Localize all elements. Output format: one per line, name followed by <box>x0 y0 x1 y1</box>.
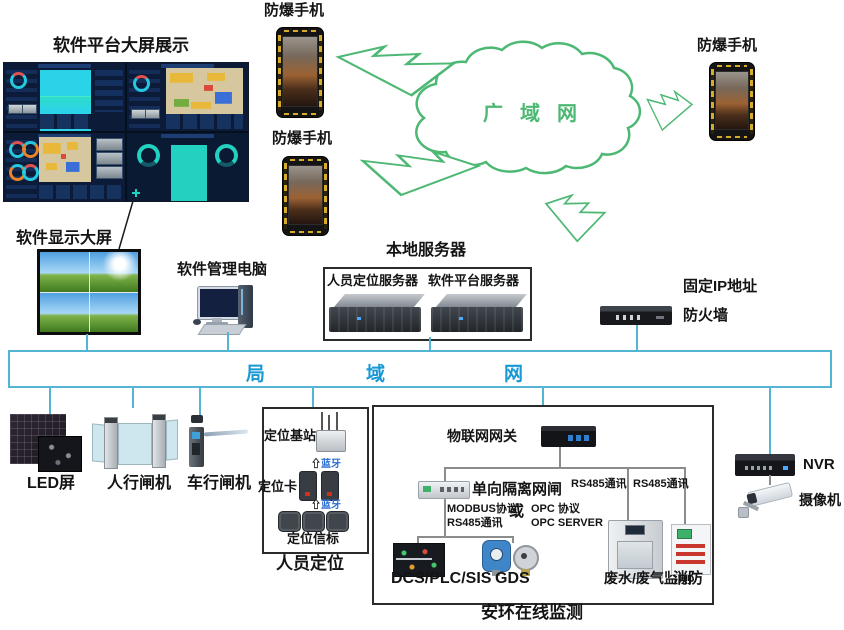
local-server-label: 本地服务器 <box>386 242 467 259</box>
phone-label: 防爆手机 <box>264 2 325 19</box>
gds-detector-gray <box>513 545 539 576</box>
connector <box>312 388 314 407</box>
explosion-proof-phone <box>709 62 755 141</box>
vehicle-gate-label: 车行闸机 <box>187 475 252 492</box>
dcs-plc-sis-image <box>393 543 445 577</box>
beacon-label: 定位信标 <box>287 531 340 546</box>
bluetooth-label: ⇧蓝牙 <box>311 459 341 470</box>
positioning-beacon <box>302 511 325 532</box>
mgmt-pc-label: 软件管理电脑 <box>177 261 268 278</box>
connector <box>512 536 514 543</box>
connector <box>542 388 544 405</box>
dashboard-wall-image <box>3 62 249 202</box>
dashboard-panel <box>127 133 248 201</box>
iot-gateway-device <box>541 426 596 447</box>
lightning-icon <box>544 193 607 243</box>
lan-bus <box>8 350 832 388</box>
monitor <box>198 287 240 319</box>
connector <box>49 388 51 414</box>
server-rack <box>431 292 527 334</box>
led-module <box>38 436 82 472</box>
dashboard-panel <box>4 133 125 201</box>
firewall-label: 防火墙 <box>683 307 729 324</box>
display-wall-label: 软件显示大屏 <box>16 230 113 247</box>
positioning-beacon <box>278 511 301 532</box>
positioning-card <box>321 471 339 501</box>
connector <box>769 388 771 454</box>
dashboard-panel <box>4 63 125 131</box>
connector <box>627 467 629 522</box>
camera-label: 摄像机 <box>799 492 841 508</box>
wan-label: 广域网 <box>483 103 594 125</box>
connector <box>684 467 686 525</box>
iot-gateway-label: 物联网网关 <box>447 428 517 444</box>
server-rack <box>329 292 425 334</box>
gds-label: GDS <box>495 570 530 587</box>
connector <box>86 334 88 350</box>
connector <box>429 337 431 350</box>
connector <box>199 388 201 419</box>
explosion-proof-phone <box>276 27 324 118</box>
callout-line <box>118 200 134 250</box>
led-label: LED屏 <box>27 475 76 492</box>
fire-alarm-panel <box>671 524 711 575</box>
connector <box>417 536 419 546</box>
lightning-icon <box>359 149 482 197</box>
modbus-label: MODBUS协议 <box>447 503 518 515</box>
explosion-proof-phone <box>282 156 329 236</box>
base-station-label: 定位基站 <box>264 428 317 443</box>
mouse <box>193 319 201 325</box>
up-arrow-icon: ⇧ <box>311 459 321 470</box>
pedestrian-gate-label: 人行闸机 <box>107 475 172 492</box>
lan-label: 局 <box>246 364 266 385</box>
isolation-gateway-device <box>418 481 470 499</box>
gds-detector-blue <box>482 540 511 576</box>
fixed-ip-label: 固定IP地址 <box>683 278 758 295</box>
env-monitoring-title: 安环在线监测 <box>481 603 583 622</box>
up-arrow-icon: ⇧ <box>311 500 321 511</box>
lan-label: 网 <box>504 364 524 385</box>
isolation-gateway-label: 单向隔离网闸 <box>472 481 563 498</box>
dashboard-title: 软件平台大屏展示 <box>53 36 189 55</box>
connector <box>132 388 134 408</box>
phone-label: 防爆手机 <box>272 130 333 147</box>
connector <box>444 467 686 469</box>
opc-server-label: OPC SERVER <box>531 517 603 529</box>
keyboard <box>197 324 247 335</box>
lightning-icon <box>335 44 457 97</box>
video-wall <box>37 249 141 335</box>
positioning-card <box>299 471 317 501</box>
connector <box>559 447 561 468</box>
rs485-label: RS485通讯 <box>633 478 689 490</box>
waste-monitor-cabinet <box>608 520 663 579</box>
firewall-device <box>600 306 672 325</box>
dashboard-panel <box>127 63 248 131</box>
connector <box>444 467 446 482</box>
rs485-label: RS485通讯 <box>447 517 503 529</box>
connector <box>417 536 514 538</box>
bluetooth-label: ⇧蓝牙 <box>311 500 341 511</box>
fire-label: 消防 <box>673 570 704 587</box>
pc-tower <box>238 285 253 328</box>
server1-label: 人员定位服务器 <box>327 273 419 288</box>
phone-label: 防爆手机 <box>697 37 758 54</box>
waste-label: 废水/废气监测 <box>604 570 692 586</box>
nvr-label: NVR <box>803 456 835 473</box>
connector <box>636 325 638 350</box>
server2-label: 软件平台服务器 <box>428 273 520 288</box>
positioning-beacon <box>326 511 349 532</box>
lightning-icon <box>646 89 694 132</box>
dcs-label: DCS/PLC/SIS <box>391 570 492 587</box>
rs485-label: RS485通讯 <box>571 478 627 490</box>
lan-label: 域 <box>366 364 386 385</box>
connector <box>444 497 446 538</box>
or-label: 或 <box>509 503 525 520</box>
positioning-card-label: 定位卡 <box>258 479 298 494</box>
connector <box>769 475 771 485</box>
opc-label: OPC 协议 <box>531 503 580 515</box>
nvr-device <box>735 454 795 476</box>
personnel-positioning-title: 人员定位 <box>276 554 344 573</box>
connector <box>227 332 229 350</box>
